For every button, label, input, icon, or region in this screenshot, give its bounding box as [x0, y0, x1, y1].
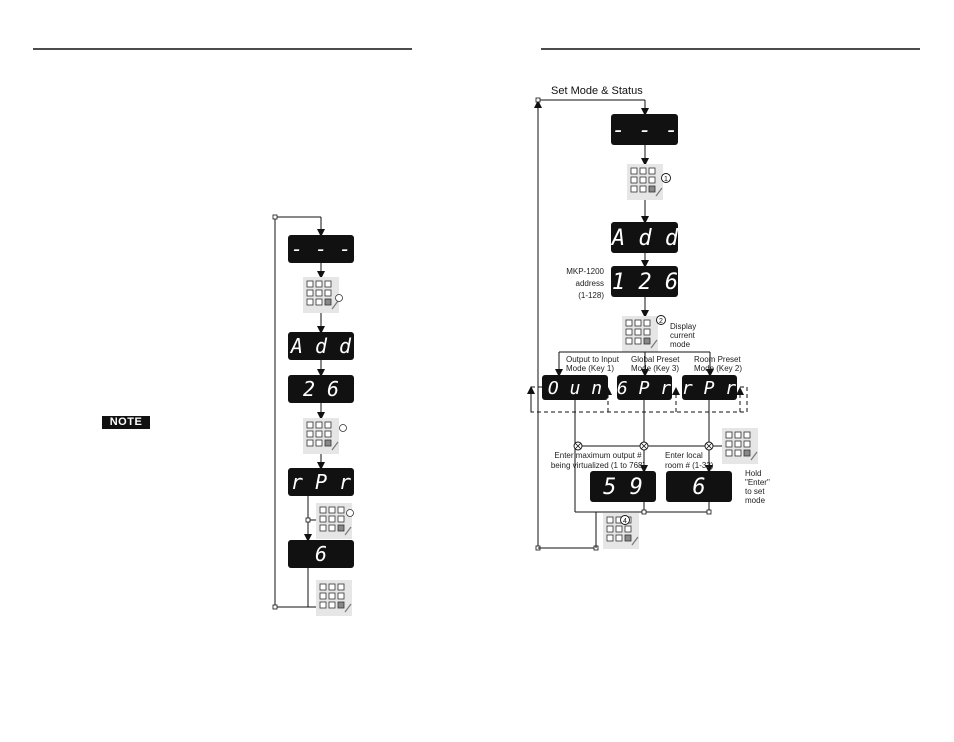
left-display-3-text: 2 6 — [303, 377, 339, 401]
svg-text:MKP-1200: MKP-1200 — [566, 267, 604, 276]
svg-text:address: address — [576, 279, 604, 288]
flow-title: Set Mode & Status — [551, 85, 643, 97]
right-flow-diagram: Set Mode & Status - - - 1 A d d 1 2 6 MK… — [527, 85, 770, 551]
display-address-text: 1 2 6 — [612, 270, 678, 295]
keypad-icon — [302, 417, 340, 455]
display-room-text: 6 — [692, 475, 705, 500]
display-gpr-mode-text: 6 P r — [617, 378, 671, 399]
svg-text:"Enter": "Enter" — [745, 478, 770, 487]
left-display-5 — [288, 540, 354, 568]
svg-text:(1-128): (1-128) — [578, 291, 604, 300]
svg-text:4: 4 — [623, 518, 627, 525]
display-max-output — [590, 471, 656, 502]
svg-text:2: 2 — [659, 318, 663, 325]
svg-text:current: current — [670, 331, 696, 340]
svg-text:Output to Input: Output to Input — [566, 355, 620, 364]
display-max-output-text: 5 9 — [603, 475, 643, 500]
note-label: NOTE — [102, 416, 150, 429]
left-display-5-text: 6 — [315, 542, 327, 566]
step-badge-2 — [656, 315, 666, 325]
svg-text:mode: mode — [670, 340, 691, 349]
svg-text:1: 1 — [664, 176, 668, 183]
left-display-1-text: - - - — [291, 237, 351, 261]
display-out-mode-text: O u n — [548, 378, 602, 399]
step-badge-1 — [661, 173, 671, 183]
svg-text:room # (1-32): room # (1-32) — [665, 461, 714, 470]
svg-text:Global Preset: Global Preset — [631, 355, 680, 364]
svg-text:Mode (Key 3): Mode (Key 3) — [631, 364, 679, 373]
svg-text:Mode (Key 2): Mode (Key 2) — [694, 364, 742, 373]
display-start — [611, 114, 678, 145]
keypad-icon — [621, 315, 659, 353]
display-gpr-mode — [617, 375, 672, 400]
keypad-icon — [315, 579, 353, 617]
left-display-2-text: A d d — [289, 334, 352, 358]
keypad-icon — [626, 163, 664, 201]
display-room — [666, 471, 732, 502]
svg-text:Enter maximum output #: Enter maximum output # — [554, 451, 642, 460]
left-display-4 — [288, 468, 354, 496]
keypad-icon — [302, 276, 340, 314]
display-out-mode — [542, 375, 608, 400]
svg-text:Mode (Key 1): Mode (Key 1) — [566, 364, 614, 373]
keypad-icon — [721, 427, 759, 465]
display-add — [611, 222, 678, 253]
left-display-2 — [288, 332, 354, 360]
display-rpr-mode — [682, 375, 737, 400]
left-display-4-text: r P r — [291, 470, 351, 494]
keypad-icon — [315, 502, 353, 540]
left-display-3 — [288, 375, 354, 403]
step-badge-4 — [620, 515, 630, 525]
svg-text:Enter local: Enter local — [665, 451, 703, 460]
svg-text:mode: mode — [745, 496, 766, 505]
display-add-text: A d d — [610, 226, 679, 251]
left-flow-diagram: - - - A d d 2 6 r P r 6 — [272, 214, 354, 617]
svg-text:Display: Display — [670, 322, 696, 331]
display-address — [611, 266, 678, 297]
display-rpr-mode-text: r P r — [682, 378, 736, 399]
svg-text:to set: to set — [745, 487, 765, 496]
left-display-1 — [288, 235, 354, 263]
svg-text:Hold: Hold — [745, 469, 761, 478]
display-start-text: - - - — [612, 118, 678, 143]
svg-text:Room Preset: Room Preset — [694, 355, 741, 364]
svg-text:being virtualized (1 to 768): being virtualized (1 to 768) — [551, 461, 646, 470]
